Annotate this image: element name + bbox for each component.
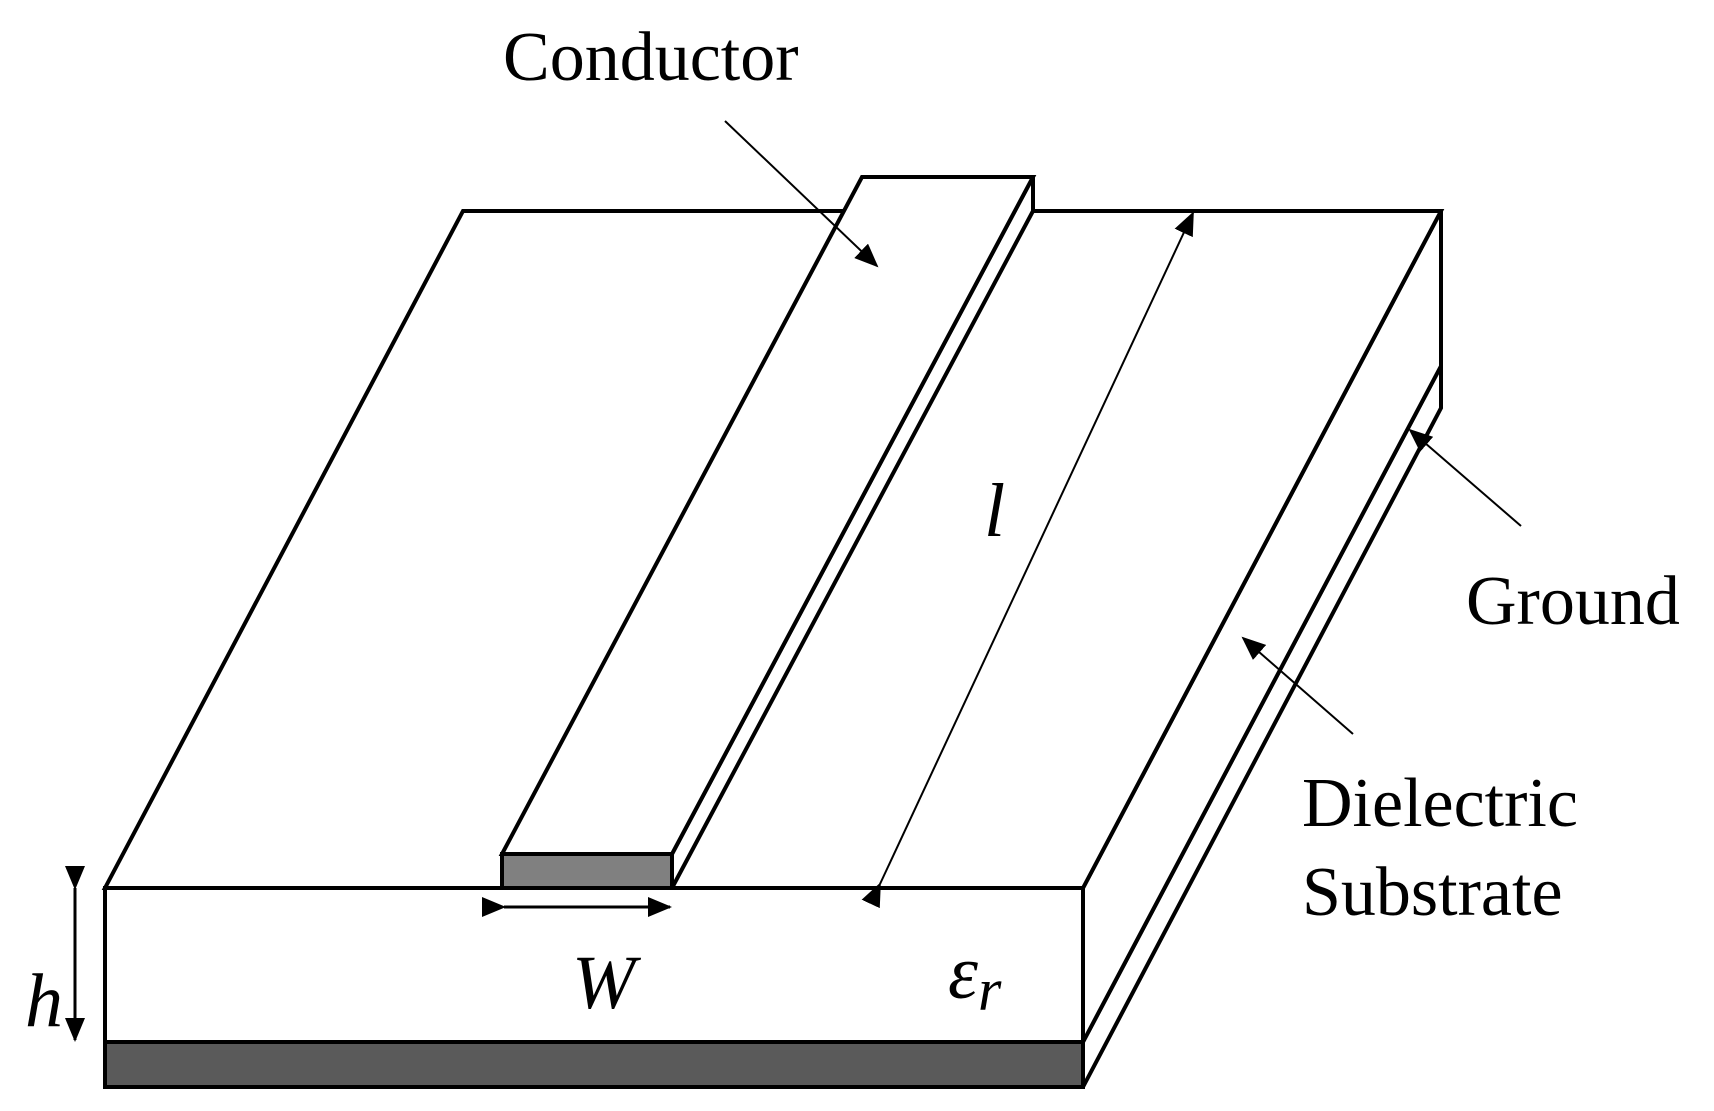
conductor-front-face bbox=[500, 852, 674, 890]
permittivity-symbol: εr bbox=[948, 931, 1002, 1023]
permittivity-subscript: r bbox=[978, 957, 1002, 1023]
ground-front-face bbox=[103, 1040, 1085, 1089]
ground-label: Ground bbox=[1466, 563, 1680, 640]
ground-leader-arrow bbox=[1408, 428, 1522, 527]
width-symbol: W bbox=[572, 941, 642, 1025]
length-symbol: l bbox=[984, 469, 1005, 553]
permittivity-epsilon: ε bbox=[948, 931, 978, 1015]
conductor-label: Conductor bbox=[503, 19, 799, 96]
length-dimension-arrow bbox=[861, 211, 1194, 909]
dielectric-label: Dielectric bbox=[1302, 765, 1578, 842]
conductor-leader-arrow bbox=[724, 120, 879, 268]
substrate-label: Substrate bbox=[1302, 854, 1563, 931]
height-symbol: h bbox=[25, 959, 63, 1043]
dielectric-leader-arrow bbox=[1241, 636, 1354, 735]
